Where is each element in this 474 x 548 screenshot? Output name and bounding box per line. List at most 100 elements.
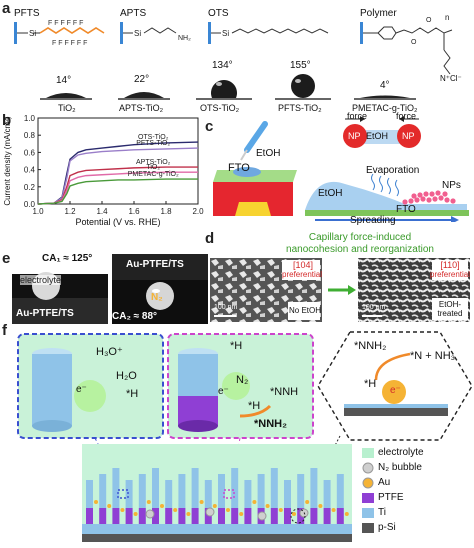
au-particle <box>160 504 164 508</box>
y-tick-label: 1.0 <box>24 114 36 123</box>
svg-text:F F F F F F: F F F F F F <box>48 20 83 27</box>
right-tag-line1: [110] <box>440 260 460 270</box>
evaporation-waves <box>371 173 399 197</box>
au-particle <box>292 512 296 516</box>
sample-apts: APTS-TiO₂ <box>119 103 164 113</box>
angle-tio2: 14° <box>56 75 72 86</box>
angle-ots: 134° <box>212 60 233 71</box>
ti-pillar <box>204 480 212 508</box>
ti-pillar <box>99 474 107 508</box>
x-axis-label: Potential (V vs. RHE) <box>75 217 160 227</box>
apts-molecule <box>123 27 177 34</box>
box2-h2: *H <box>248 400 261 412</box>
ammonium-label: N⁺Cl⁻ <box>440 74 462 83</box>
nps-label: NPs <box>442 180 461 191</box>
au-particle <box>186 512 191 516</box>
legend-ptfe: PTFE <box>378 492 404 503</box>
x-tick-label: 1.8 <box>160 207 172 216</box>
series-label-2: APTS-TiO₂ <box>136 159 171 166</box>
au-particle <box>120 508 125 512</box>
legend-ti: Ti <box>378 507 386 518</box>
x-tick-label: 1.4 <box>96 207 108 216</box>
hex-h: *H <box>364 378 377 390</box>
molecule-name-apts: APTS <box>120 8 147 19</box>
au-particle <box>212 504 217 508</box>
substrate-bars <box>14 22 363 44</box>
x-tick-label: 1.6 <box>128 207 140 216</box>
series-label-4: PMETAC-g-TiO₂ <box>128 171 179 178</box>
bubble-label: N₂ <box>151 292 163 303</box>
left-scale: 100 nm <box>214 304 238 311</box>
svg-text:O: O <box>426 17 432 24</box>
right-sample-label: Au-PTFE/TS <box>126 259 184 270</box>
right-caption-line1: EtOH- <box>438 300 462 309</box>
sample-pfts: PFTS-TiO₂ <box>278 103 322 113</box>
pillar-array <box>86 468 349 524</box>
hex-nnh2: *NNH₂ <box>354 340 387 352</box>
ptfe-segment <box>231 508 239 524</box>
au-particle <box>318 504 323 508</box>
legend-swatch <box>362 508 374 518</box>
series-label-3: TiO₂ <box>146 164 160 171</box>
box2-h1: *H <box>230 340 243 352</box>
np-right-label: NP <box>402 131 415 141</box>
au-particle <box>305 500 310 504</box>
au-particle <box>107 504 112 508</box>
svg-text:Si: Si <box>134 29 141 38</box>
angle-apts: 22° <box>134 74 150 85</box>
x-tick-label: 1.2 <box>64 207 76 216</box>
svg-text:F F F F F F: F F F F F F <box>52 40 87 47</box>
ti-pillar <box>165 480 173 508</box>
ti-pillar <box>284 480 291 508</box>
svg-text:NH₂: NH₂ <box>178 35 191 42</box>
sample-tio2: TiO₂ <box>58 103 76 113</box>
n2-bubble <box>257 511 267 521</box>
angle-pfts: 155° <box>290 60 311 71</box>
spreading-label: Spreading <box>350 215 396 226</box>
panel-b-label: b <box>2 112 12 129</box>
ptfe-segment <box>178 508 186 524</box>
force-right-label: force <box>396 111 417 121</box>
au-particle <box>133 512 138 516</box>
ptfe-segment <box>152 508 159 524</box>
y-tick-label: 0.6 <box>24 148 36 157</box>
au-particle <box>146 500 151 504</box>
ti-pillar <box>323 480 331 508</box>
ptfe-segment <box>191 508 199 524</box>
au-particle <box>239 512 244 516</box>
n2-bubble <box>145 509 155 519</box>
ti-pillar <box>86 480 93 508</box>
ptfe-segment <box>125 508 133 524</box>
ti-pillar <box>336 474 344 508</box>
left-tag-line1: [104] <box>292 260 314 270</box>
electrolyte-e-label: electrolyte <box>20 275 62 285</box>
au-particle <box>252 500 257 504</box>
ptfe-segment <box>218 508 225 524</box>
polymer-molecule <box>363 26 453 75</box>
box2-n2: N₂ <box>236 374 249 386</box>
panel-e-label: e <box>2 250 11 267</box>
legend-au: Au <box>378 477 391 488</box>
y-tick-label: 0.4 <box>24 166 36 175</box>
contact-angle-droplets <box>40 74 416 100</box>
panel-d-title-line1: Capillary force-induced <box>308 232 412 243</box>
box1-h2o: H₂O <box>116 370 137 382</box>
sample-pmetac: PMETAC-g-TiO₂ <box>352 103 418 113</box>
left-sample-label: Au-PTFE/TS <box>16 308 74 319</box>
ptfe-segment <box>138 508 146 524</box>
left-caption: No EtOH <box>289 306 322 315</box>
panel-f-label: f <box>2 322 7 339</box>
ti-pillar <box>191 468 199 508</box>
ti-pillar <box>152 468 159 508</box>
hex-n-nh3: *N + NH₃ <box>410 350 456 362</box>
sem-images <box>210 258 470 322</box>
x-tick-label: 1.0 <box>32 207 44 216</box>
ptfe-segment <box>99 508 107 524</box>
y-axis-label: Current density (mA/cm²) <box>3 116 12 206</box>
legend-swatch <box>362 477 374 489</box>
box1-h3o: H₃O⁺ <box>96 346 123 358</box>
au-particle <box>94 500 98 504</box>
ptfe-segment <box>336 508 344 524</box>
ca1-label: CA₁ ≈ 125° <box>42 253 93 264</box>
molecule-name-polymer: Polymer <box>360 8 397 19</box>
